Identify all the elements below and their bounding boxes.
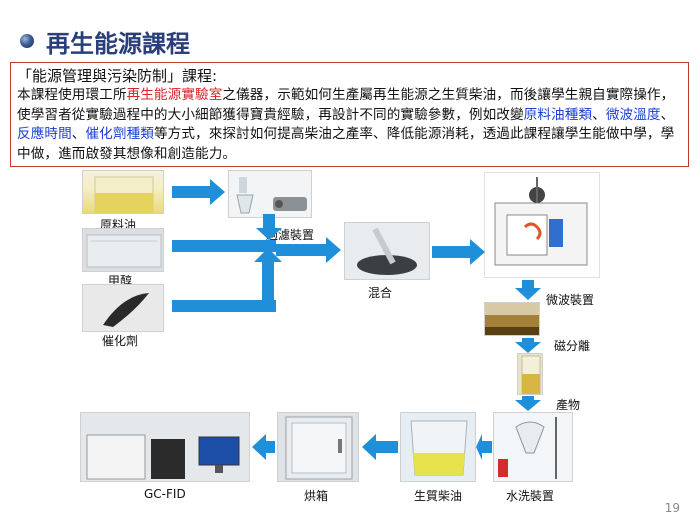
product-label: 產物 [556,398,581,412]
title-row: 再生能源課程 [20,24,190,58]
methanol-photo [82,228,164,272]
desc-sep-1: 、 [592,106,606,123]
param-catalyst-type: 催化劑種類 [85,126,154,142]
desc-sep-2: 、 [660,106,675,123]
arrow-magsep-down [515,338,541,353]
magnetic-separation-label: 磁分離 [554,339,591,353]
raw-oil-bottle-icon [94,176,154,213]
description-box: 「能源管理與污染防制」課程: 本課程使用環工所再生能源實驗室之儀器，示範如何生產… [10,62,689,167]
product-tube-icon [521,355,541,394]
water-wash-funnel-icon [498,417,557,479]
catalyst-photo [82,284,164,332]
oven-icon [285,416,353,480]
arrow-product-down [515,396,541,411]
microwave-reactor-icon [494,177,588,266]
magnetic-separation-photo [484,302,540,336]
arrow-oven-to-gcfid [252,434,275,460]
biodiesel-label: 生質柴油 [414,489,463,503]
bullet-icon [20,34,34,48]
arrow-mixing-to-microwave [432,239,485,265]
arrow-methanol-to-trunk [172,240,276,252]
raw-oil-photo [82,170,164,214]
param-raw-oil: 原料油種類 [523,106,593,123]
filtration-label: 過濾裝置 [266,228,315,242]
desc-lab-highlight: 再生能源實驗室 [126,87,223,103]
gcfid-instrument-icon [86,434,240,480]
desc-text-3: 等方式，來探討如何提高柴油之產率、降低能源消耗，透過此課程讓學生能做中學，學中做… [17,126,675,162]
arrow-rawoil-to-filtration [172,179,225,205]
slide-title: 再生能源課程 [46,29,190,58]
biodiesel-photo [400,412,476,482]
water-wash-label: 水洗裝置 [506,489,555,503]
desc-text-2: 之儀器，示範如何生產屬再生能源之生質柴油，而後讓學生親自實際操作，使學習者從實驗… [17,87,675,123]
filtration-photo [228,170,312,218]
arrow-waterwash-to-biodiesel [476,434,492,460]
arrow-catalyst-to-trunk [172,300,276,312]
description-body: 本課程使用環工所再生能源實驗室之儀器，示範如何生產屬再生能源之生質柴油，而後讓學… [17,86,682,164]
catalyst-powder-icon [103,293,149,327]
oven-photo [277,412,359,482]
product-photo [517,353,543,395]
arrow-biodiesel-to-oven [362,434,398,460]
mixing-beaker-icon [357,227,417,275]
magnetic-separation-icon [485,303,539,335]
microwave-photo [484,172,600,278]
mixing-label: 混合 [368,286,393,300]
desc-sep-3: 、 [71,126,86,142]
catalyst-label: 催化劑 [102,334,139,348]
desc-text-1: 本課程使用環工所 [17,87,127,103]
description-heading: 「能源管理與污染防制」課程: [17,67,218,85]
gcfid-label: GC-FID [144,487,186,501]
gcfid-photo [80,412,250,482]
filtration-apparatus-icon [236,177,307,214]
microwave-label: 微波裝置 [546,293,595,307]
biodiesel-beaker-icon [410,420,468,476]
page-number: 19 [664,501,680,515]
water-wash-photo [493,412,573,482]
mixing-photo [344,222,430,280]
param-microwave-temp: 微波溫度 [605,106,661,123]
oven-label: 烘箱 [304,489,329,503]
arrow-trunk-up [254,248,282,312]
param-reaction-time: 反應時間 [17,126,72,142]
arrow-microwave-down [515,280,541,300]
methanol-container-icon [86,234,162,268]
